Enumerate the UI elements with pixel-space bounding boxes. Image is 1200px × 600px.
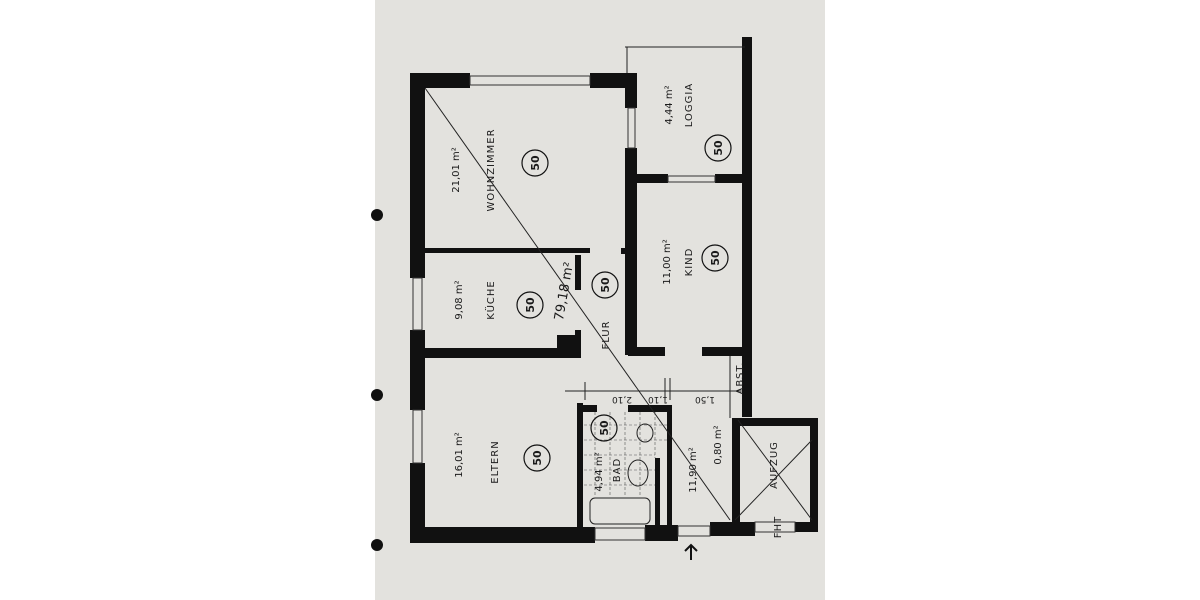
- floor-marker-circle: 50: [701, 244, 729, 272]
- room-name-kind: KIND: [684, 248, 695, 277]
- floor-marker-circle: 50: [516, 291, 544, 319]
- svg-text:50: 50: [712, 140, 725, 156]
- room-name-abst: ABST.: [735, 362, 746, 395]
- door-label-fht: FHT: [773, 516, 784, 538]
- floor-markers: 50 50 50 50 50 50 50: [516, 134, 732, 472]
- room-area-abst: 0,80 m²: [713, 425, 724, 464]
- paper-sheet: [375, 0, 825, 600]
- floor-marker-circle: 50: [523, 444, 551, 472]
- svg-text:50: 50: [529, 155, 542, 171]
- room-area-entry: 11,90 m²: [688, 447, 699, 493]
- dimensions: 2,10 1,10 1,50: [612, 394, 715, 404]
- dimension-label: 1,10: [648, 394, 668, 404]
- floor-marker-circle: 50: [521, 149, 549, 177]
- dimension-label: 2,10: [612, 394, 632, 404]
- floor-marker-circle: 50: [704, 134, 732, 162]
- floor-marker-circle: 50: [590, 414, 618, 442]
- bad-tiles: [584, 412, 667, 497]
- svg-text:50: 50: [709, 250, 722, 266]
- binder-hole: [371, 389, 383, 401]
- room-name-kueche: KÜCHE: [484, 280, 497, 319]
- room-name-bad: BAD: [612, 458, 623, 482]
- room-area-bad: 4,94 m²: [594, 452, 605, 491]
- room-name-flur: FLUR: [601, 320, 612, 349]
- walls: [410, 37, 818, 543]
- floor-marker-circle: 50: [591, 271, 619, 299]
- room-name-eltern: ELTERN: [490, 440, 501, 483]
- room-name-loggia: LOGGIA: [684, 83, 695, 127]
- svg-text:50: 50: [531, 450, 544, 466]
- room-area-loggia: 4,44 m²: [664, 85, 675, 124]
- binder-holes: [371, 209, 383, 551]
- diagonal-line: [424, 87, 731, 521]
- room-area-kind: 11,00 m²: [662, 239, 673, 285]
- binder-hole: [371, 209, 383, 221]
- room-name-aufzug: AUFZUG: [769, 441, 780, 489]
- svg-text:50: 50: [598, 420, 611, 436]
- dimension-label: 1,50: [695, 394, 715, 404]
- entrance-arrow-icon: [684, 543, 698, 560]
- room-name-wohnzimmer: WOHNZIMMER: [486, 128, 497, 211]
- room-area-kueche: 9,08 m²: [454, 280, 465, 319]
- svg-text:50: 50: [599, 277, 612, 293]
- windows: [412, 75, 796, 541]
- binder-hole: [371, 539, 383, 551]
- room-area-eltern: 16,01 m²: [454, 432, 465, 478]
- room-area-wohnzimmer: 21,01 m²: [451, 147, 462, 193]
- lines: [424, 46, 813, 525]
- svg-text:50: 50: [524, 297, 537, 313]
